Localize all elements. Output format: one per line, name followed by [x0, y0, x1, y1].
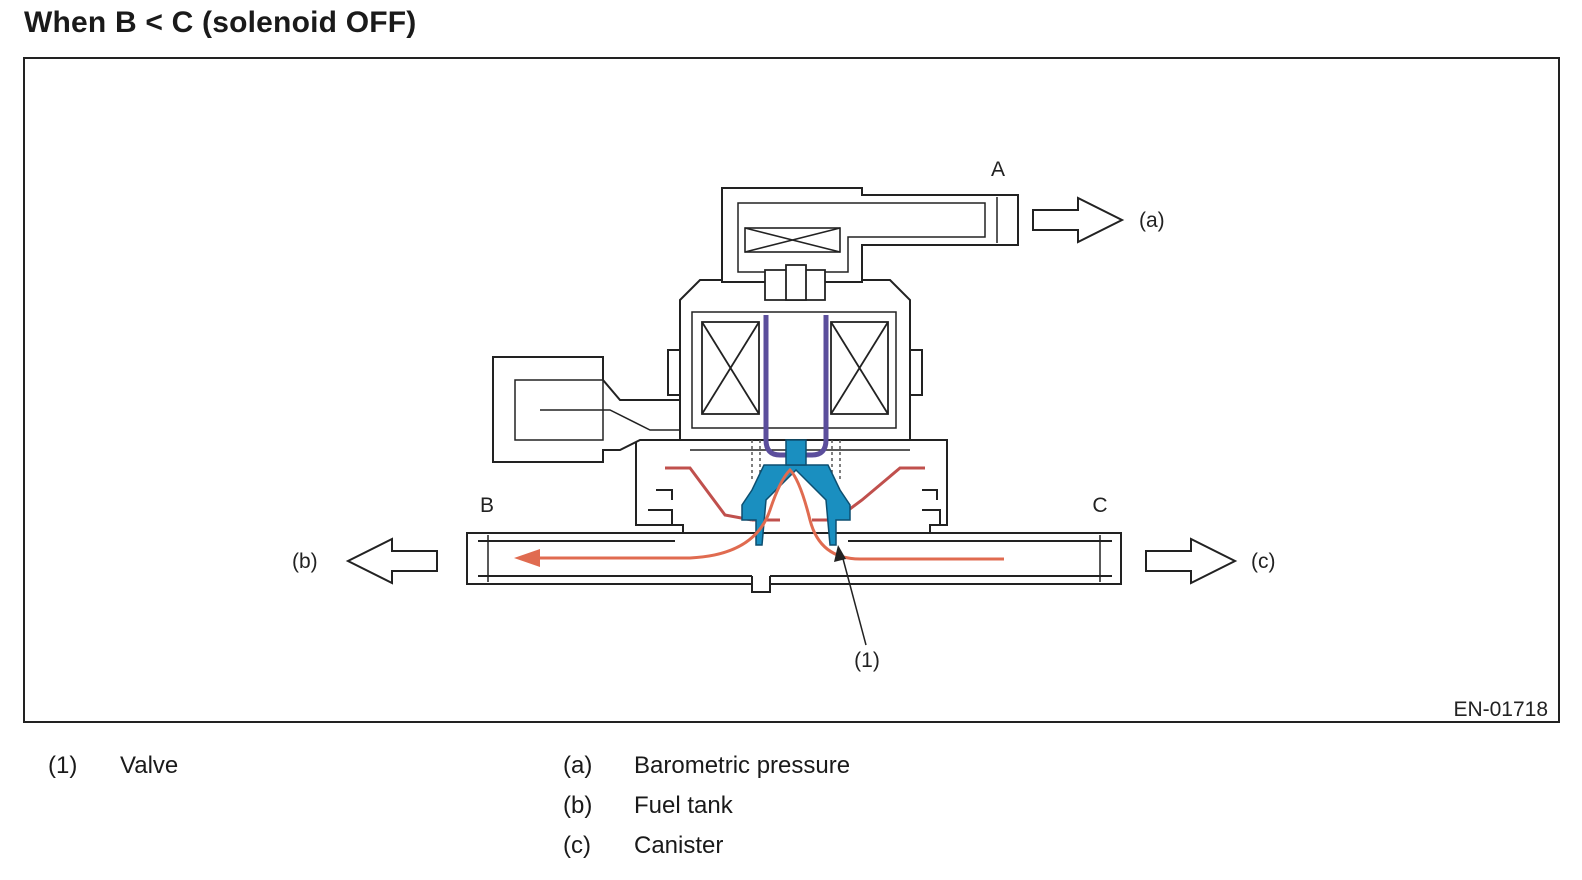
- valve-leader-arrowhead: [834, 545, 846, 562]
- legend-code-1: (1): [48, 752, 78, 779]
- arrow-a-icon: [1032, 196, 1125, 244]
- legend-text-a: Barometric pressure: [634, 752, 851, 779]
- coil-right: [830, 321, 889, 415]
- electrical-connector: [492, 356, 681, 463]
- callout-c: (c): [1251, 550, 1276, 573]
- legend-text-1: Valve: [120, 752, 179, 779]
- spring: [751, 440, 841, 480]
- arrow-b-icon: [345, 537, 438, 585]
- center-stem: [764, 264, 826, 301]
- port-label-a: A: [991, 158, 1005, 181]
- legend-text-b: Fuel tank: [634, 792, 733, 819]
- callout-b: (b): [292, 550, 318, 573]
- diagram-title: When B < C (solenoid OFF): [24, 6, 417, 39]
- diagram-frame: [23, 57, 1560, 723]
- lower-housing: [635, 439, 948, 534]
- callout-a: (a): [1139, 209, 1165, 232]
- port-label-c: C: [1092, 494, 1107, 517]
- legend-code-a: (a): [563, 752, 593, 779]
- cap-coil: [744, 227, 841, 253]
- arrow-c-icon: [1145, 537, 1238, 585]
- solenoid-body: [667, 279, 923, 441]
- valve-body: [741, 439, 851, 546]
- legend-text-c: Canister: [634, 832, 724, 859]
- flow-arrowhead: [514, 549, 540, 567]
- legend-code-c: (c): [563, 832, 591, 859]
- callout-1: (1): [854, 649, 880, 672]
- coil-left: [701, 321, 760, 415]
- port-label-b: B: [480, 494, 494, 517]
- figure-code: EN-01718: [1453, 698, 1548, 721]
- legend-code-b: (b): [563, 792, 593, 819]
- flow-path: [530, 467, 1004, 561]
- valve-leader-line: [841, 554, 867, 646]
- upper-cap: [721, 187, 1019, 283]
